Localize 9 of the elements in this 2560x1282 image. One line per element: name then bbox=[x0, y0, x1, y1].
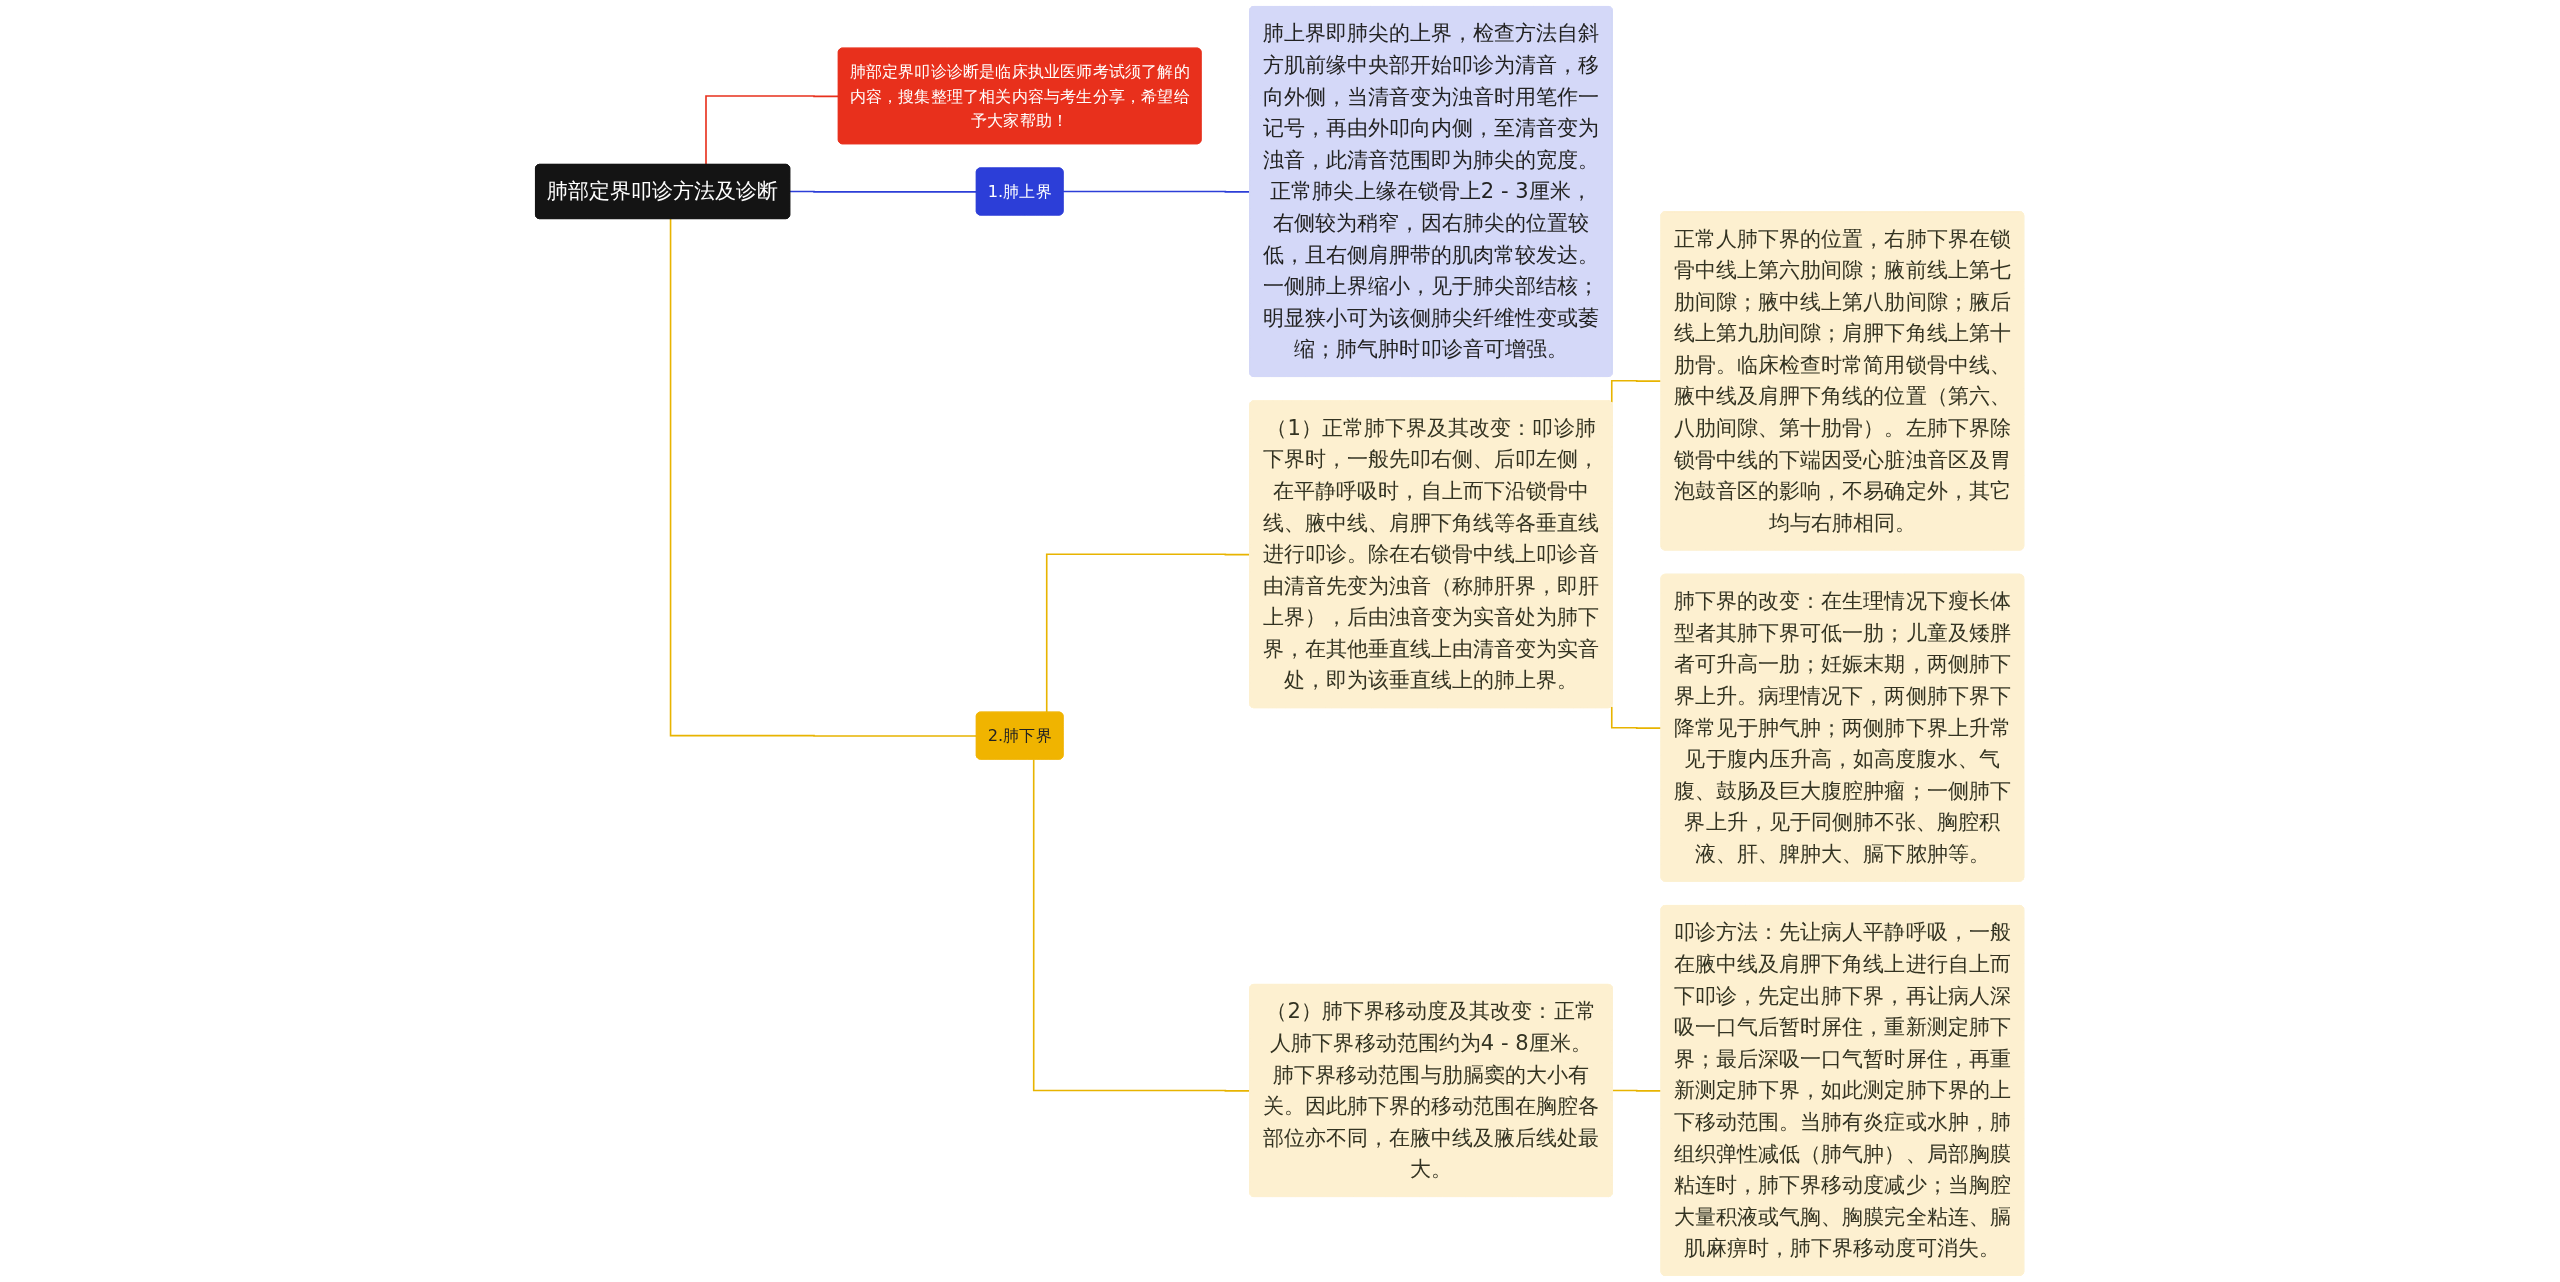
connector bbox=[1611, 705, 1663, 729]
connector bbox=[670, 218, 978, 737]
connector bbox=[1046, 553, 1252, 714]
connector bbox=[1063, 190, 1252, 193]
connector bbox=[789, 190, 978, 193]
connector bbox=[1033, 758, 1252, 1092]
connector bbox=[1611, 379, 1663, 404]
connector bbox=[1612, 1089, 1663, 1092]
connector bbox=[705, 95, 840, 166]
